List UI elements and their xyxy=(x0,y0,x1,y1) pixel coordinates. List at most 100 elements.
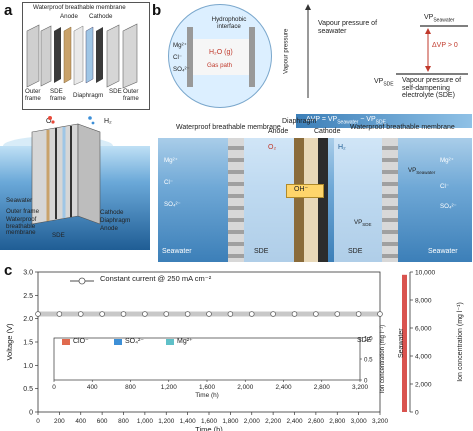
voltage-point xyxy=(334,311,341,317)
voltage-point xyxy=(206,311,212,317)
voltage-point xyxy=(99,311,105,317)
ion-right-so4: SO₄²⁻ xyxy=(440,203,457,210)
y2-tick-label: 6,000 xyxy=(415,326,432,333)
x-tick-label: 1,600 xyxy=(201,418,217,425)
legend-swatch-so4 xyxy=(114,339,122,345)
y-tick-label: 1.5 xyxy=(23,340,33,347)
inset-ion-cl: Cl⁻ xyxy=(173,54,183,61)
inset-x-axis-label: Time (h) xyxy=(195,392,219,399)
vp-sde-cell-sub: SDE xyxy=(362,222,372,228)
y2-tick-label: 2,000 xyxy=(415,382,432,389)
membrane-right xyxy=(382,138,398,262)
label-membrane-top: Waterproof breathable membrane xyxy=(33,4,126,11)
inset-title: Hydrophobic interface xyxy=(211,16,247,30)
label-outer-frame-right: Outer frame xyxy=(123,88,139,102)
label-diaphragm-a: Diaphragm xyxy=(100,217,131,224)
vp-seawater-cell: VPSeawater xyxy=(408,167,436,176)
y-tick-label: 0 xyxy=(29,410,33,417)
x-tick-label: 3,000 xyxy=(351,418,367,425)
voltage-point xyxy=(227,311,234,317)
inset-x-tick-label: 2,800 xyxy=(314,384,330,391)
inset-y-axis-label: Ion concentration (mg l⁻¹) xyxy=(380,325,386,393)
legend-text-clo: ClO⁻ xyxy=(73,338,89,345)
equation-sub2: SDE xyxy=(375,119,386,126)
equation-mid: − VP xyxy=(358,116,376,123)
anode-strip xyxy=(294,138,304,262)
sde-right-region xyxy=(334,138,382,262)
inset-ion-so4: SO₄²⁻ xyxy=(173,66,190,73)
legend-marker xyxy=(78,277,86,285)
vapour-axis-label: Vapour pressure xyxy=(282,28,290,74)
voltage-point xyxy=(120,311,127,317)
inset-y-tick-label: 0.5 xyxy=(364,357,373,364)
inset-x-tick-label: 1,200 xyxy=(161,384,177,391)
inset-x-tick-label: 800 xyxy=(125,384,136,391)
y2-tick-label: 0 xyxy=(415,410,419,417)
voltage-point xyxy=(249,311,255,317)
x-tick-label: 1,400 xyxy=(180,418,196,425)
cell-seawater-right: Seawater xyxy=(428,248,458,255)
voltage-point xyxy=(184,311,191,317)
ion-right-cl: Cl⁻ xyxy=(440,183,450,190)
seawater-bar-label: Seawater xyxy=(398,328,405,358)
y2-tick-label: 4,000 xyxy=(415,354,432,361)
voltage-point xyxy=(313,311,319,317)
inset-y-tick-label: 1.0 xyxy=(364,336,373,343)
delta-vp-label: ΔVP > 0 xyxy=(432,42,458,49)
voltage-point xyxy=(163,311,170,317)
sde-left-region xyxy=(244,138,294,262)
voltage-point xyxy=(35,311,41,317)
label-membrane-a: Waterproof breathable membrane xyxy=(6,216,37,236)
label-anode-a: Anode xyxy=(100,225,118,232)
x-tick-label: 2,200 xyxy=(265,418,281,425)
inset-x-tick-label: 3,200 xyxy=(352,384,368,391)
panel-label-a: a xyxy=(4,2,13,19)
cell-cross-section: O₂ H₂ OH⁻ Mg²⁺ Cl⁻ SO₄²⁻ Mg²⁺ Cl⁻ SO₄²⁻ … xyxy=(158,138,472,262)
y-tick-label: 0.5 xyxy=(23,386,33,393)
x-tick-label: 2,400 xyxy=(287,418,303,425)
inset-gas-path xyxy=(193,39,249,75)
vp-seawater-cell-main: VP xyxy=(408,167,417,174)
label-outer-frame-left: Outer frame xyxy=(25,88,41,102)
x-tick-label: 1,800 xyxy=(222,418,238,425)
ion-right-mg: Mg²⁺ xyxy=(440,157,454,164)
label-diaphragm-bottom: Diaphragm xyxy=(73,92,104,99)
voltage-point xyxy=(142,311,148,317)
vapour-pressure-diagram: Vapour pressure VPSeawater Vapour pressu… xyxy=(278,2,472,112)
inset-frame xyxy=(53,337,361,381)
seawater-bar xyxy=(402,274,407,412)
cell-o2: O₂ xyxy=(268,144,277,151)
label-cathode-a: Cathode xyxy=(100,209,124,216)
ion-left-mg: Mg²⁺ xyxy=(164,157,178,164)
y-tick-label: 2.5 xyxy=(23,293,33,300)
inset-x-tick-label: 400 xyxy=(87,384,98,391)
vp-sde-cell: VPSDE xyxy=(354,219,372,228)
ion-left-so4: SO₄²⁻ xyxy=(164,201,181,208)
voltage-point xyxy=(291,311,298,317)
label-anode-top: Anode xyxy=(60,13,78,20)
vapour-axes xyxy=(305,4,468,98)
equation-main: ΔVP = VP xyxy=(306,116,338,123)
vp-sde-main: VP xyxy=(374,78,384,85)
label-outer-frame-a: Outer frame xyxy=(6,208,40,215)
label-o2-a: O₂ xyxy=(46,118,55,125)
label-sde-a: SDE xyxy=(52,232,65,239)
x-tick-label: 200 xyxy=(54,418,65,425)
vapour-sde-label: Vapour pressure of self-dampening electr… xyxy=(402,77,462,100)
vp-sde-sub: SDE xyxy=(383,81,394,88)
oh-arrow-box xyxy=(286,184,324,198)
label-seawater-a: Seawater xyxy=(6,197,33,204)
cell-label-cathode: Cathode xyxy=(314,128,341,135)
diaphragm-strip xyxy=(304,138,318,262)
x-tick-label: 3,200 xyxy=(372,418,388,425)
y-tick-label: 2.0 xyxy=(23,316,33,323)
inset-x-tick-label: 2,000 xyxy=(237,384,253,391)
inset-x-tick-label: 0 xyxy=(52,384,56,391)
inset-path-label: Gas path xyxy=(207,62,233,69)
vp-seawater-cell-sub: Seawater xyxy=(416,170,436,176)
y2-tick-label: 8,000 xyxy=(415,298,432,305)
cell-seawater-left: Seawater xyxy=(162,248,192,255)
legend-swatch-clo xyxy=(62,339,70,345)
delta-vp-equation: ΔVP = VPSeawater − VPSDE xyxy=(306,116,386,126)
